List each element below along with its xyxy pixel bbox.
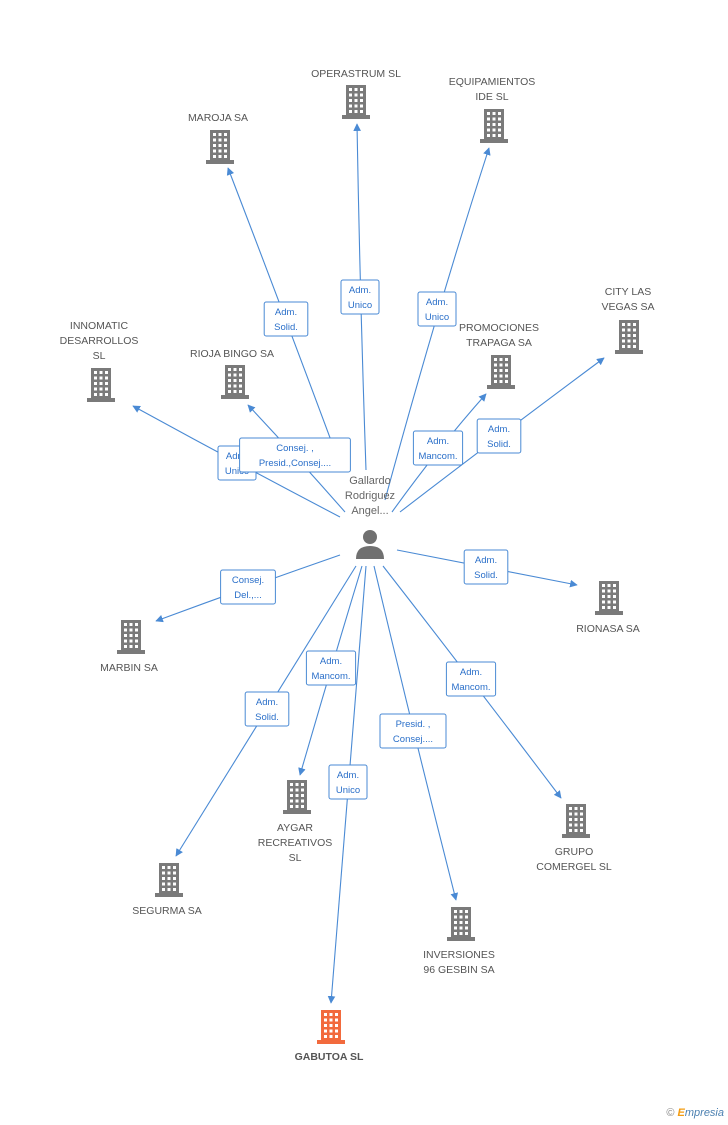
building-icon-rionasa[interactable] <box>595 581 623 615</box>
edge-label-line: Mancom. <box>311 671 350 682</box>
edge-label-line: Consej.... <box>393 734 433 745</box>
edge-label-line: Mancom. <box>451 682 490 693</box>
node-label-marbin: MARBIN SA <box>100 662 158 674</box>
node-label-promociones: PROMOCIONES <box>459 322 539 334</box>
edge-label-line: Adm. <box>349 285 371 296</box>
node-label-aygar: AYGAR <box>277 822 313 834</box>
edge-label-line: Solid. <box>474 570 498 581</box>
node-label-city: VEGAS SA <box>601 301 654 313</box>
node-label-grupo: GRUPO <box>555 846 594 858</box>
building-icon-inversiones[interactable] <box>447 907 475 941</box>
edge-label-line: Adm. <box>320 656 342 667</box>
edge-label-line: Adm. <box>226 451 248 462</box>
center-node[interactable]: GallardoRodriguezAngel... <box>345 475 395 559</box>
building-icon-grupo[interactable] <box>562 804 590 838</box>
edge-label-line: Unico <box>425 312 449 323</box>
edge-label-marbin[interactable]: Consej. Del.,... <box>220 569 276 605</box>
edge-label-maroja[interactable]: Adm. Solid. <box>263 301 309 337</box>
node-label-gabutoa: GABUTOA SL <box>295 1051 364 1063</box>
node-label-city: CITY LAS <box>605 286 652 298</box>
node-label-inversiones: INVERSIONES <box>423 949 495 961</box>
node-label-operastrum: OPERASTRUM SL <box>311 68 401 80</box>
person-icon[interactable] <box>356 530 384 559</box>
edge-label-line: Adm. <box>426 297 448 308</box>
copyright-symbol: © <box>666 1107 675 1119</box>
edge-label-rionasa[interactable]: Adm. Solid. <box>463 549 509 585</box>
node-label-equipamientos: EQUIPAMIENTOS <box>449 76 536 88</box>
node-label-innomatic: SL <box>93 350 106 362</box>
building-icon-rioja[interactable] <box>221 365 249 399</box>
node-label-rionasa: RIONASA SA <box>576 623 640 635</box>
center-name-line: Rodriguez <box>345 490 395 502</box>
building-icon-innomatic[interactable] <box>87 368 115 402</box>
node-label-innomatic: INNOMATIC <box>70 320 129 332</box>
edge-label-line: Adm. <box>460 667 482 678</box>
edge-label-line: Presid.,Consej.... <box>259 458 331 469</box>
building-icon-maroja[interactable] <box>206 130 234 164</box>
building-icon-operastrum[interactable] <box>342 85 370 119</box>
edge-label-inversiones[interactable]: Presid. , Consej.... <box>379 713 447 749</box>
edge-label-line: Adm. <box>337 770 359 781</box>
building-icon-gabutoa[interactable] <box>317 1010 345 1044</box>
brand-logo-initial: E <box>677 1107 685 1119</box>
edge-label-line: Adm. <box>256 697 278 708</box>
edge-label-promociones[interactable]: Adm. Mancom. <box>412 430 464 466</box>
edge-label-line: Adm. <box>488 424 510 435</box>
edge-label-rioja[interactable]: Consej. , Presid.,Consej.... <box>239 437 351 473</box>
edge-label-equipamientos[interactable]: Adm. Unico <box>417 291 457 327</box>
edge-label-aygar[interactable]: Adm. Mancom. <box>305 650 357 686</box>
center-name-line: Gallardo <box>349 475 391 487</box>
building-icon-equipamientos[interactable] <box>480 109 508 143</box>
nodes-layer: OPERASTRUM SL EQUIPAMIENTOS IDE SL MAROJA S… <box>60 68 655 1063</box>
building-icon-marbin[interactable] <box>117 620 145 654</box>
edge-label-segurma[interactable]: Adm. Solid. <box>244 691 290 727</box>
edge-label-line: Consej. , <box>276 443 314 454</box>
edge-label-line: Del.,... <box>234 590 261 601</box>
edge-label-line: Unico <box>336 785 360 796</box>
edge-label-grupo[interactable]: Adm. Mancom. <box>445 661 497 697</box>
edge-label-line: Unico <box>225 466 249 477</box>
edge-label-line: Adm. <box>275 307 297 318</box>
footer-brand: © Empresia <box>666 1107 724 1119</box>
edge-label-city[interactable]: Adm. Solid. <box>476 418 522 454</box>
node-label-segurma: SEGURMA SA <box>132 905 201 917</box>
node-label-aygar: RECREATIVOS <box>258 837 332 849</box>
building-icon-city[interactable] <box>615 320 643 354</box>
edge-label-line: Solid. <box>274 322 298 333</box>
edges-layer <box>132 123 605 1004</box>
edge-label-line: Solid. <box>487 439 511 450</box>
node-label-inversiones: 96 GESBIN SA <box>423 964 494 976</box>
node-label-aygar: SL <box>289 852 302 864</box>
brand-logo-text: mpresia <box>684 1107 724 1119</box>
node-label-rioja: RIOJA BINGO SA <box>190 348 274 360</box>
node-label-maroja: MAROJA SA <box>188 112 248 124</box>
edge-label-line: Adm. <box>427 436 449 447</box>
edge-label-line: Presid. , <box>396 719 431 730</box>
node-label-promociones: TRAPAGA SA <box>466 337 532 349</box>
edge-label-line: Consej. <box>232 575 264 586</box>
building-icon-aygar[interactable] <box>283 780 311 814</box>
node-label-innomatic: DESARROLLOS <box>60 335 139 347</box>
node-label-grupo: COMERGEL SL <box>536 861 612 873</box>
building-icon-promociones[interactable] <box>487 355 515 389</box>
center-name-line: Angel... <box>351 505 388 517</box>
edge-label-line: Adm. <box>475 555 497 566</box>
edge-label-line: Solid. <box>255 712 279 723</box>
edge-label-operastrum[interactable]: Adm. Unico <box>340 279 380 315</box>
building-icon-segurma[interactable] <box>155 863 183 897</box>
edge-label-line: Unico <box>348 300 372 311</box>
node-label-equipamientos: IDE SL <box>475 91 508 103</box>
edge-label-line: Mancom. <box>418 451 457 462</box>
edge-label-gabutoa[interactable]: Adm. Unico <box>328 764 368 800</box>
